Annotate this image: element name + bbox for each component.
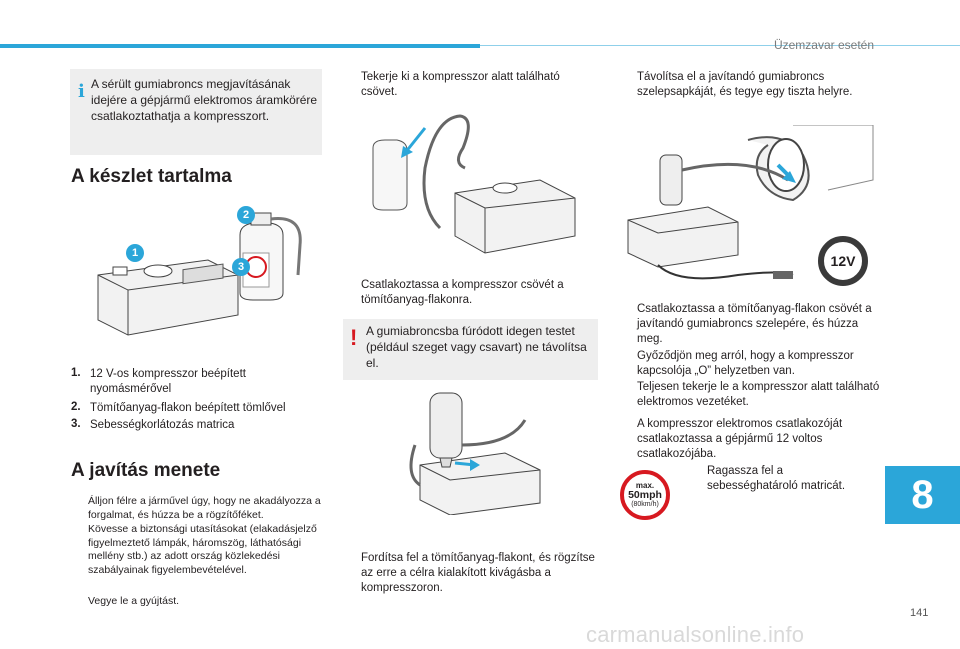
repair-step: Álljon félre a járművel úgy, hogy ne aka… bbox=[88, 495, 321, 521]
kit-item-number: 1. bbox=[71, 367, 81, 379]
kit-items-list: 1. 12 V-os kompresszor beépített nyomásm… bbox=[71, 367, 321, 437]
callout-3: 3 bbox=[232, 258, 250, 276]
12v-socket-label: 12V bbox=[830, 253, 856, 269]
speed-sign-line2: 50mph bbox=[628, 489, 662, 501]
repair-step: Vegye le a gyújtást. bbox=[88, 595, 180, 607]
col3-step-3: Győződjön meg arról, hogy a kompresszor … bbox=[637, 350, 854, 377]
12v-socket-icon: 12V bbox=[818, 236, 868, 286]
page-number: 141 bbox=[910, 607, 929, 619]
bottle-mount-illustration bbox=[409, 392, 541, 515]
col3-step-1: Távolítsa el a javítandó gumiabroncs sze… bbox=[637, 71, 853, 98]
col2-step-1: Tekerje ki a kompresszor alatt található… bbox=[361, 71, 560, 98]
info-note-text: A sérült gumiabroncs megjavításának idej… bbox=[91, 77, 318, 123]
info-icon: i bbox=[78, 81, 85, 102]
col3-step-4: Teljesen tekerje le a kompresszor alatt … bbox=[637, 381, 880, 408]
kit-item-text: Tömítőanyag-flakon beépített tömlővel bbox=[90, 402, 286, 414]
chapter-header-title: Üzemzavar esetén bbox=[773, 38, 874, 52]
kit-item-text: Sebességkorlátozás matrica bbox=[90, 419, 235, 431]
col2-step-2: Csatlakoztassa a kompresszor csövét a tö… bbox=[361, 279, 564, 306]
hose-unwind-illustration bbox=[372, 114, 576, 254]
info-note-box bbox=[70, 69, 322, 155]
callout-2: 2 bbox=[237, 206, 255, 224]
col3-step-2: Csatlakoztassa a tömítőanyag-flakon csöv… bbox=[637, 303, 872, 345]
valve-connect-illustration bbox=[627, 125, 874, 280]
warning-icon: ! bbox=[350, 325, 358, 350]
kit-item-number: 2. bbox=[71, 401, 81, 413]
col2-step-3: Fordítsa fel a tömítőanyag-flakont, és r… bbox=[361, 552, 595, 594]
kit-section-title: A készlet tartalma bbox=[71, 166, 232, 187]
warning-box bbox=[343, 319, 598, 380]
col3-step-6: Ragassza fel a sebességhatároló matricát… bbox=[707, 465, 846, 492]
speed-sign-line1: max. bbox=[635, 481, 655, 490]
repair-section-title: A javítás menete bbox=[71, 460, 221, 481]
header-rule bbox=[480, 45, 960, 46]
col3-step-5: A kompresszor elektromos csatlakozóját c… bbox=[637, 418, 843, 460]
speed-sign-line3: (80km/h) bbox=[631, 501, 659, 508]
repair-step: Kövesse a biztonsági utasításokat (elaka… bbox=[88, 523, 317, 576]
speed-limit-sticker-icon: max. 50mph (80km/h) bbox=[620, 470, 670, 520]
callout-1: 1 bbox=[126, 244, 144, 262]
watermark: carmanualsonline.info bbox=[586, 622, 805, 647]
kit-illustration bbox=[97, 212, 302, 336]
header-accent-bar bbox=[0, 44, 480, 48]
kit-item-number: 3. bbox=[71, 418, 81, 430]
warning-text: A gumiabroncsba fúródott idegen testet (… bbox=[366, 324, 587, 370]
kit-item-text: 12 V-os kompresszor beépített nyomásmérő… bbox=[90, 368, 246, 395]
chapter-tab: 8 bbox=[885, 466, 960, 524]
